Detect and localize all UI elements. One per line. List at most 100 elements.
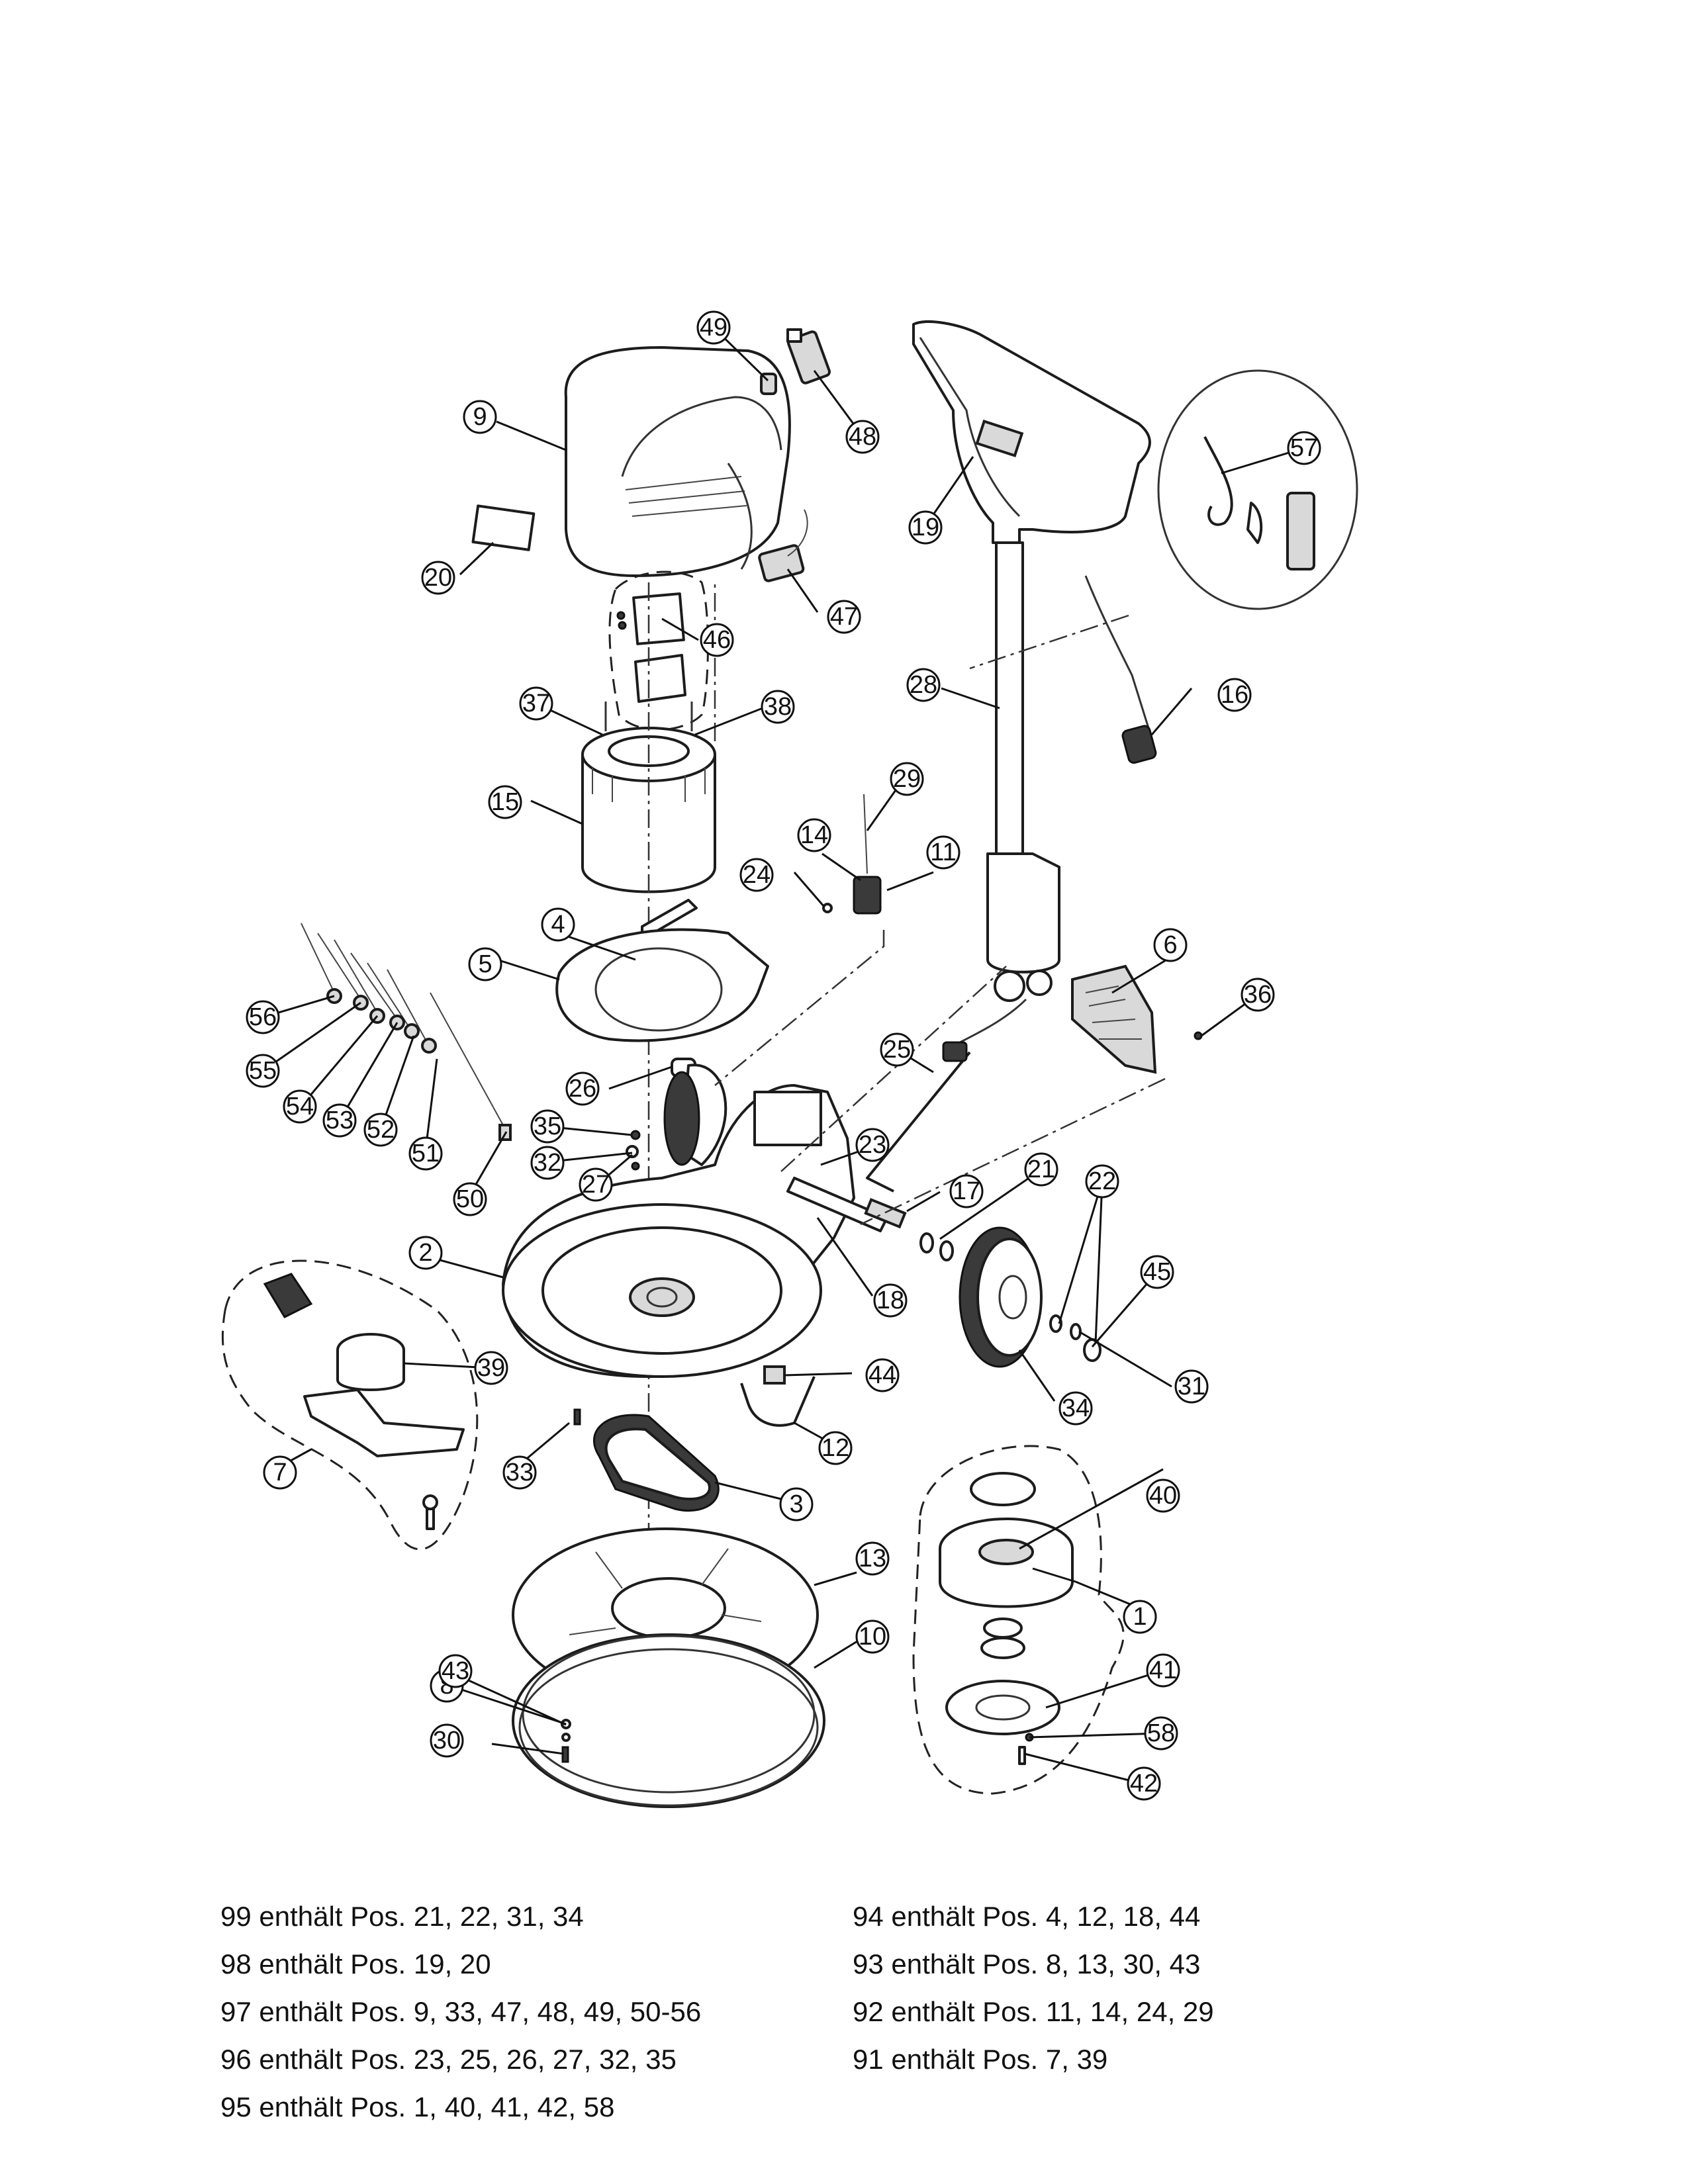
svg-text:17: 17 — [953, 1177, 980, 1205]
motor-plate — [555, 928, 769, 1042]
svg-text:2: 2 — [418, 1239, 432, 1267]
svg-text:39: 39 — [477, 1354, 505, 1382]
svg-text:58: 58 — [1147, 1719, 1175, 1747]
svg-text:22: 22 — [1088, 1167, 1116, 1195]
svg-text:50: 50 — [456, 1185, 484, 1213]
callout-44: 44 — [865, 1358, 900, 1392]
callout-3: 3 — [779, 1487, 814, 1522]
svg-text:12: 12 — [821, 1434, 849, 1462]
callout-45: 45 — [1140, 1255, 1174, 1289]
svg-text:51: 51 — [412, 1140, 440, 1167]
legend-column-left: 99 enthält Pos. 21, 22, 31, 34 98 enthäl… — [220, 1893, 701, 2131]
legend-item: 97 enthält Pos. 9, 33, 47, 48, 49, 50-56 — [220, 1996, 702, 2027]
svg-text:9: 9 — [473, 403, 487, 431]
svg-text:6: 6 — [1163, 931, 1177, 959]
svg-text:55: 55 — [249, 1057, 277, 1085]
callout-46: 46 — [700, 623, 734, 657]
callout-58: 58 — [1144, 1716, 1178, 1751]
svg-text:20: 20 — [424, 564, 452, 592]
brush-drive-assembly — [939, 1472, 1074, 1765]
legend-item: 99 enthält Pos. 21, 22, 31, 34 — [220, 1901, 584, 1932]
exploded-parts-diagram: 1 2 3 4 5 6 7 8 9 10 11 12 13 14 15 16 1… — [221, 310, 1358, 1808]
svg-text:36: 36 — [1244, 981, 1272, 1009]
legend-item: 91 enthält Pos. 7, 39 — [853, 2044, 1108, 2075]
callout-26: 26 — [565, 1071, 600, 1106]
svg-text:16: 16 — [1221, 681, 1248, 709]
main-deck — [502, 1064, 855, 1378]
callout-35: 35 — [530, 1109, 565, 1144]
svg-text:25: 25 — [883, 1036, 911, 1064]
callout-4: 4 — [541, 907, 575, 942]
callout-33: 33 — [502, 1455, 537, 1490]
svg-text:53: 53 — [326, 1107, 353, 1134]
callout-22: 22 — [1085, 1164, 1119, 1199]
svg-text:28: 28 — [910, 671, 937, 699]
svg-text:31: 31 — [1178, 1373, 1205, 1400]
callout-47: 47 — [827, 600, 861, 634]
callout-7: 7 — [263, 1455, 297, 1490]
callout-50: 50 — [453, 1182, 487, 1216]
callout-38: 38 — [761, 690, 795, 724]
legend-item: 95 enthält Pos. 1, 40, 41, 42, 58 — [220, 2091, 615, 2122]
svg-text:18: 18 — [876, 1287, 904, 1314]
callout-25: 25 — [880, 1032, 914, 1067]
svg-text:40: 40 — [1149, 1482, 1177, 1510]
callout-27: 27 — [579, 1167, 613, 1202]
callout-37: 37 — [519, 686, 553, 721]
svg-text:23: 23 — [859, 1131, 886, 1159]
motor-hood — [564, 346, 791, 577]
callout-12: 12 — [818, 1431, 853, 1465]
svg-text:57: 57 — [1290, 434, 1318, 462]
callout-53: 53 — [322, 1103, 357, 1138]
motor-bracket — [616, 592, 686, 703]
svg-text:21: 21 — [1027, 1156, 1055, 1183]
callout-51: 51 — [408, 1136, 443, 1171]
svg-text:41: 41 — [1149, 1657, 1177, 1684]
svg-text:19: 19 — [912, 514, 939, 541]
callout-18: 18 — [873, 1283, 908, 1318]
label-plate — [471, 504, 536, 551]
callout-36: 36 — [1241, 978, 1275, 1012]
legend-item: 96 enthält Pos. 23, 25, 26, 27, 32, 35 — [220, 2044, 677, 2075]
svg-text:3: 3 — [789, 1490, 803, 1518]
svg-text:42: 42 — [1130, 1770, 1158, 1797]
svg-text:45: 45 — [1143, 1258, 1171, 1286]
svg-text:37: 37 — [522, 690, 550, 717]
wire-assembly — [301, 923, 512, 1141]
callout-24: 24 — [739, 858, 774, 892]
callout-16: 16 — [1217, 678, 1252, 712]
legend-item: 93 enthält Pos. 8, 13, 30, 43 — [853, 1948, 1201, 1979]
callout-11: 11 — [926, 835, 961, 870]
callout-43: 43 — [438, 1654, 473, 1688]
svg-text:14: 14 — [800, 821, 828, 849]
callout-2: 2 — [408, 1236, 443, 1270]
callout-6: 6 — [1153, 928, 1188, 962]
callout-21: 21 — [1024, 1152, 1058, 1187]
callout-9: 9 — [463, 400, 497, 434]
support-tube — [740, 1365, 816, 1427]
callout-49: 49 — [696, 310, 731, 345]
rear-cover — [1071, 964, 1203, 1074]
svg-text:47: 47 — [830, 603, 858, 631]
callout-15: 15 — [488, 785, 522, 819]
drive-belt — [573, 1408, 720, 1512]
callout-31: 31 — [1174, 1369, 1209, 1404]
callout-23: 23 — [855, 1128, 890, 1162]
svg-text:35: 35 — [534, 1113, 561, 1140]
svg-text:30: 30 — [433, 1727, 461, 1754]
callout-42: 42 — [1127, 1766, 1161, 1801]
svg-text:52: 52 — [367, 1116, 395, 1144]
callout-20: 20 — [421, 561, 455, 595]
callout-1: 1 — [1123, 1600, 1157, 1634]
legend-item: 92 enthält Pos. 11, 14, 24, 29 — [853, 1996, 1214, 2027]
legend-column-right: 94 enthält Pos. 4, 12, 18, 44 93 enthält… — [853, 1893, 1214, 2083]
svg-text:56: 56 — [249, 1003, 277, 1031]
svg-text:43: 43 — [442, 1657, 469, 1685]
callout-39: 39 — [474, 1351, 508, 1385]
switch-connector — [786, 328, 831, 385]
svg-text:44: 44 — [868, 1361, 896, 1389]
callout-13: 13 — [855, 1541, 890, 1576]
callout-29: 29 — [890, 762, 924, 796]
svg-text:49: 49 — [700, 314, 727, 341]
svg-text:24: 24 — [743, 861, 771, 889]
